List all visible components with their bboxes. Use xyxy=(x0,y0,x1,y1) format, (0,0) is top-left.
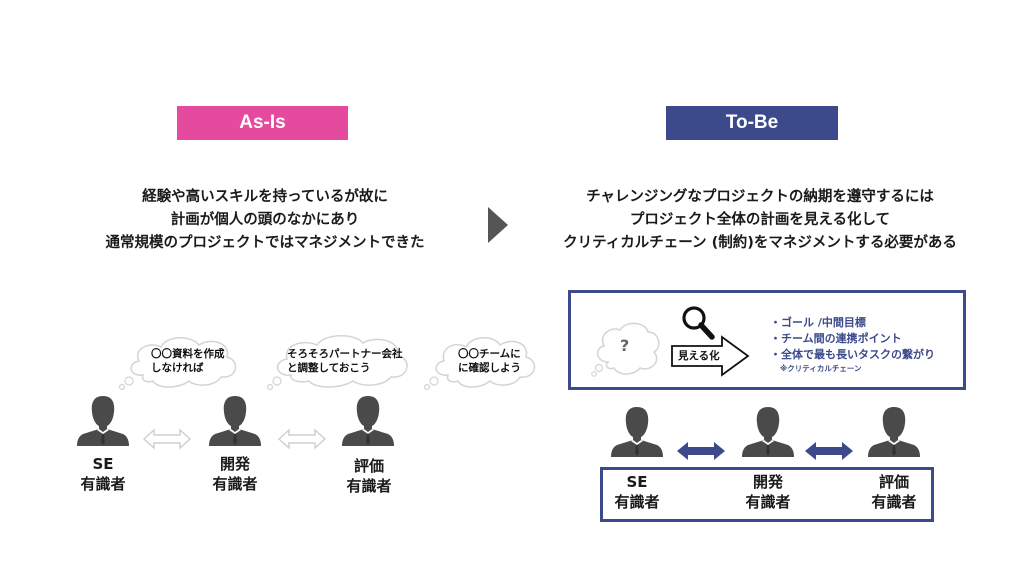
key-points: ・ゴール /中間目標 ・チーム間の連携ポイント ・全体で最も長いタスクの繋がり … xyxy=(770,315,935,374)
key-point: ・全体で最も長いタスクの繋がり xyxy=(770,348,935,361)
as-is-desc-line: 計画が個人の頭のなかにあり xyxy=(170,212,360,228)
thought-text: と調整しておこう xyxy=(287,362,371,374)
person-icon xyxy=(742,407,794,457)
thought-text: しなければ xyxy=(151,362,204,374)
to-be-desc-line: クリティカルチェーン (制約)をマネジメントする必要がある xyxy=(563,235,957,251)
key-point: ・チーム間の連携ポイント xyxy=(770,332,902,345)
to-be-header: To-Be xyxy=(666,106,838,140)
thought-bubble: 〇〇チームに に確認しよう xyxy=(420,333,540,393)
question-mark: ? xyxy=(620,336,630,355)
as-is-desc-line: 経験や高いスキルを持っているが故に xyxy=(142,189,388,205)
role-label: 開発 有識者 xyxy=(200,454,270,494)
as-is-desc-line: 通常規模のプロジェクトではマネジメントできた xyxy=(105,235,425,251)
role-name: 開発 xyxy=(219,455,250,473)
as-is-description: 経験や高いスキルを持っているが故に 計画が個人の頭のなかにあり 通常規模のプロジ… xyxy=(70,186,460,255)
critical-chain-note: ※クリティカルチェーン xyxy=(780,364,862,373)
thought-bubble: そろそろパートナー会社 と調整しておこう xyxy=(265,333,415,393)
magnifier-icon xyxy=(682,306,715,340)
as-is-header: As-Is xyxy=(177,106,348,140)
thought-text: 〇〇チームに xyxy=(458,348,521,360)
role-label: SE 有識者 xyxy=(602,472,672,512)
arrow-right-icon xyxy=(671,335,750,377)
role-suffix: 有識者 xyxy=(346,477,392,495)
double-arrow-icon xyxy=(142,428,192,450)
role-name: SE xyxy=(92,455,114,473)
role-label: SE 有識者 xyxy=(68,454,138,494)
person-icon xyxy=(209,396,261,446)
role-suffix: 有識者 xyxy=(212,475,258,493)
thought-bubble: 〇〇資料を作成 しなければ xyxy=(115,333,245,393)
role-name: 開発 xyxy=(752,473,783,491)
thought-cloud-icon xyxy=(423,337,536,391)
to-be-desc-line: プロジェクト全体の計画を見える化して xyxy=(629,212,891,228)
thought-cloud-icon xyxy=(591,322,660,377)
to-be-desc-line: チャレンジングなプロジェクトの納期を遵守するには xyxy=(586,189,934,205)
to-be-description: チャレンジングなプロジェクトの納期を遵守するには プロジェクト全体の計画を見える… xyxy=(540,186,980,255)
role-name: SE xyxy=(626,473,648,491)
person-icon xyxy=(77,396,129,446)
role-label: 評価 有識者 xyxy=(859,472,929,512)
double-arrow-icon xyxy=(805,442,853,460)
roles-panel xyxy=(600,467,934,522)
thought-cloud-icon xyxy=(118,337,237,391)
person-icon xyxy=(868,407,920,457)
role-suffix: 有識者 xyxy=(80,475,126,493)
role-label: 開発 有識者 xyxy=(733,472,803,512)
question-bubble: ? xyxy=(590,318,662,380)
visualize-arrow: 見える化 xyxy=(670,335,750,377)
role-name: 評価 xyxy=(353,457,384,475)
role-name: 評価 xyxy=(878,473,909,491)
thought-cloud-icon xyxy=(266,335,408,391)
key-point: ・ゴール /中間目標 xyxy=(770,316,866,329)
visualize-label: 見える化 xyxy=(678,350,720,362)
thought-text: 〇〇資料を作成 xyxy=(151,348,225,360)
role-suffix: 有識者 xyxy=(745,493,791,511)
role-suffix: 有識者 xyxy=(614,493,660,511)
thought-text: に確認しよう xyxy=(458,362,521,374)
person-icon xyxy=(611,407,663,457)
role-label: 評価 有識者 xyxy=(334,456,404,496)
transition-arrow-icon xyxy=(488,207,508,243)
role-suffix: 有識者 xyxy=(871,493,917,511)
to-be-header-label: To-Be xyxy=(725,112,779,133)
thought-text: そろそろパートナー会社 xyxy=(287,348,403,360)
person-icon xyxy=(342,396,394,446)
as-is-header-label: As-Is xyxy=(239,112,286,133)
double-arrow-icon xyxy=(277,428,327,450)
double-arrow-icon xyxy=(677,442,725,460)
